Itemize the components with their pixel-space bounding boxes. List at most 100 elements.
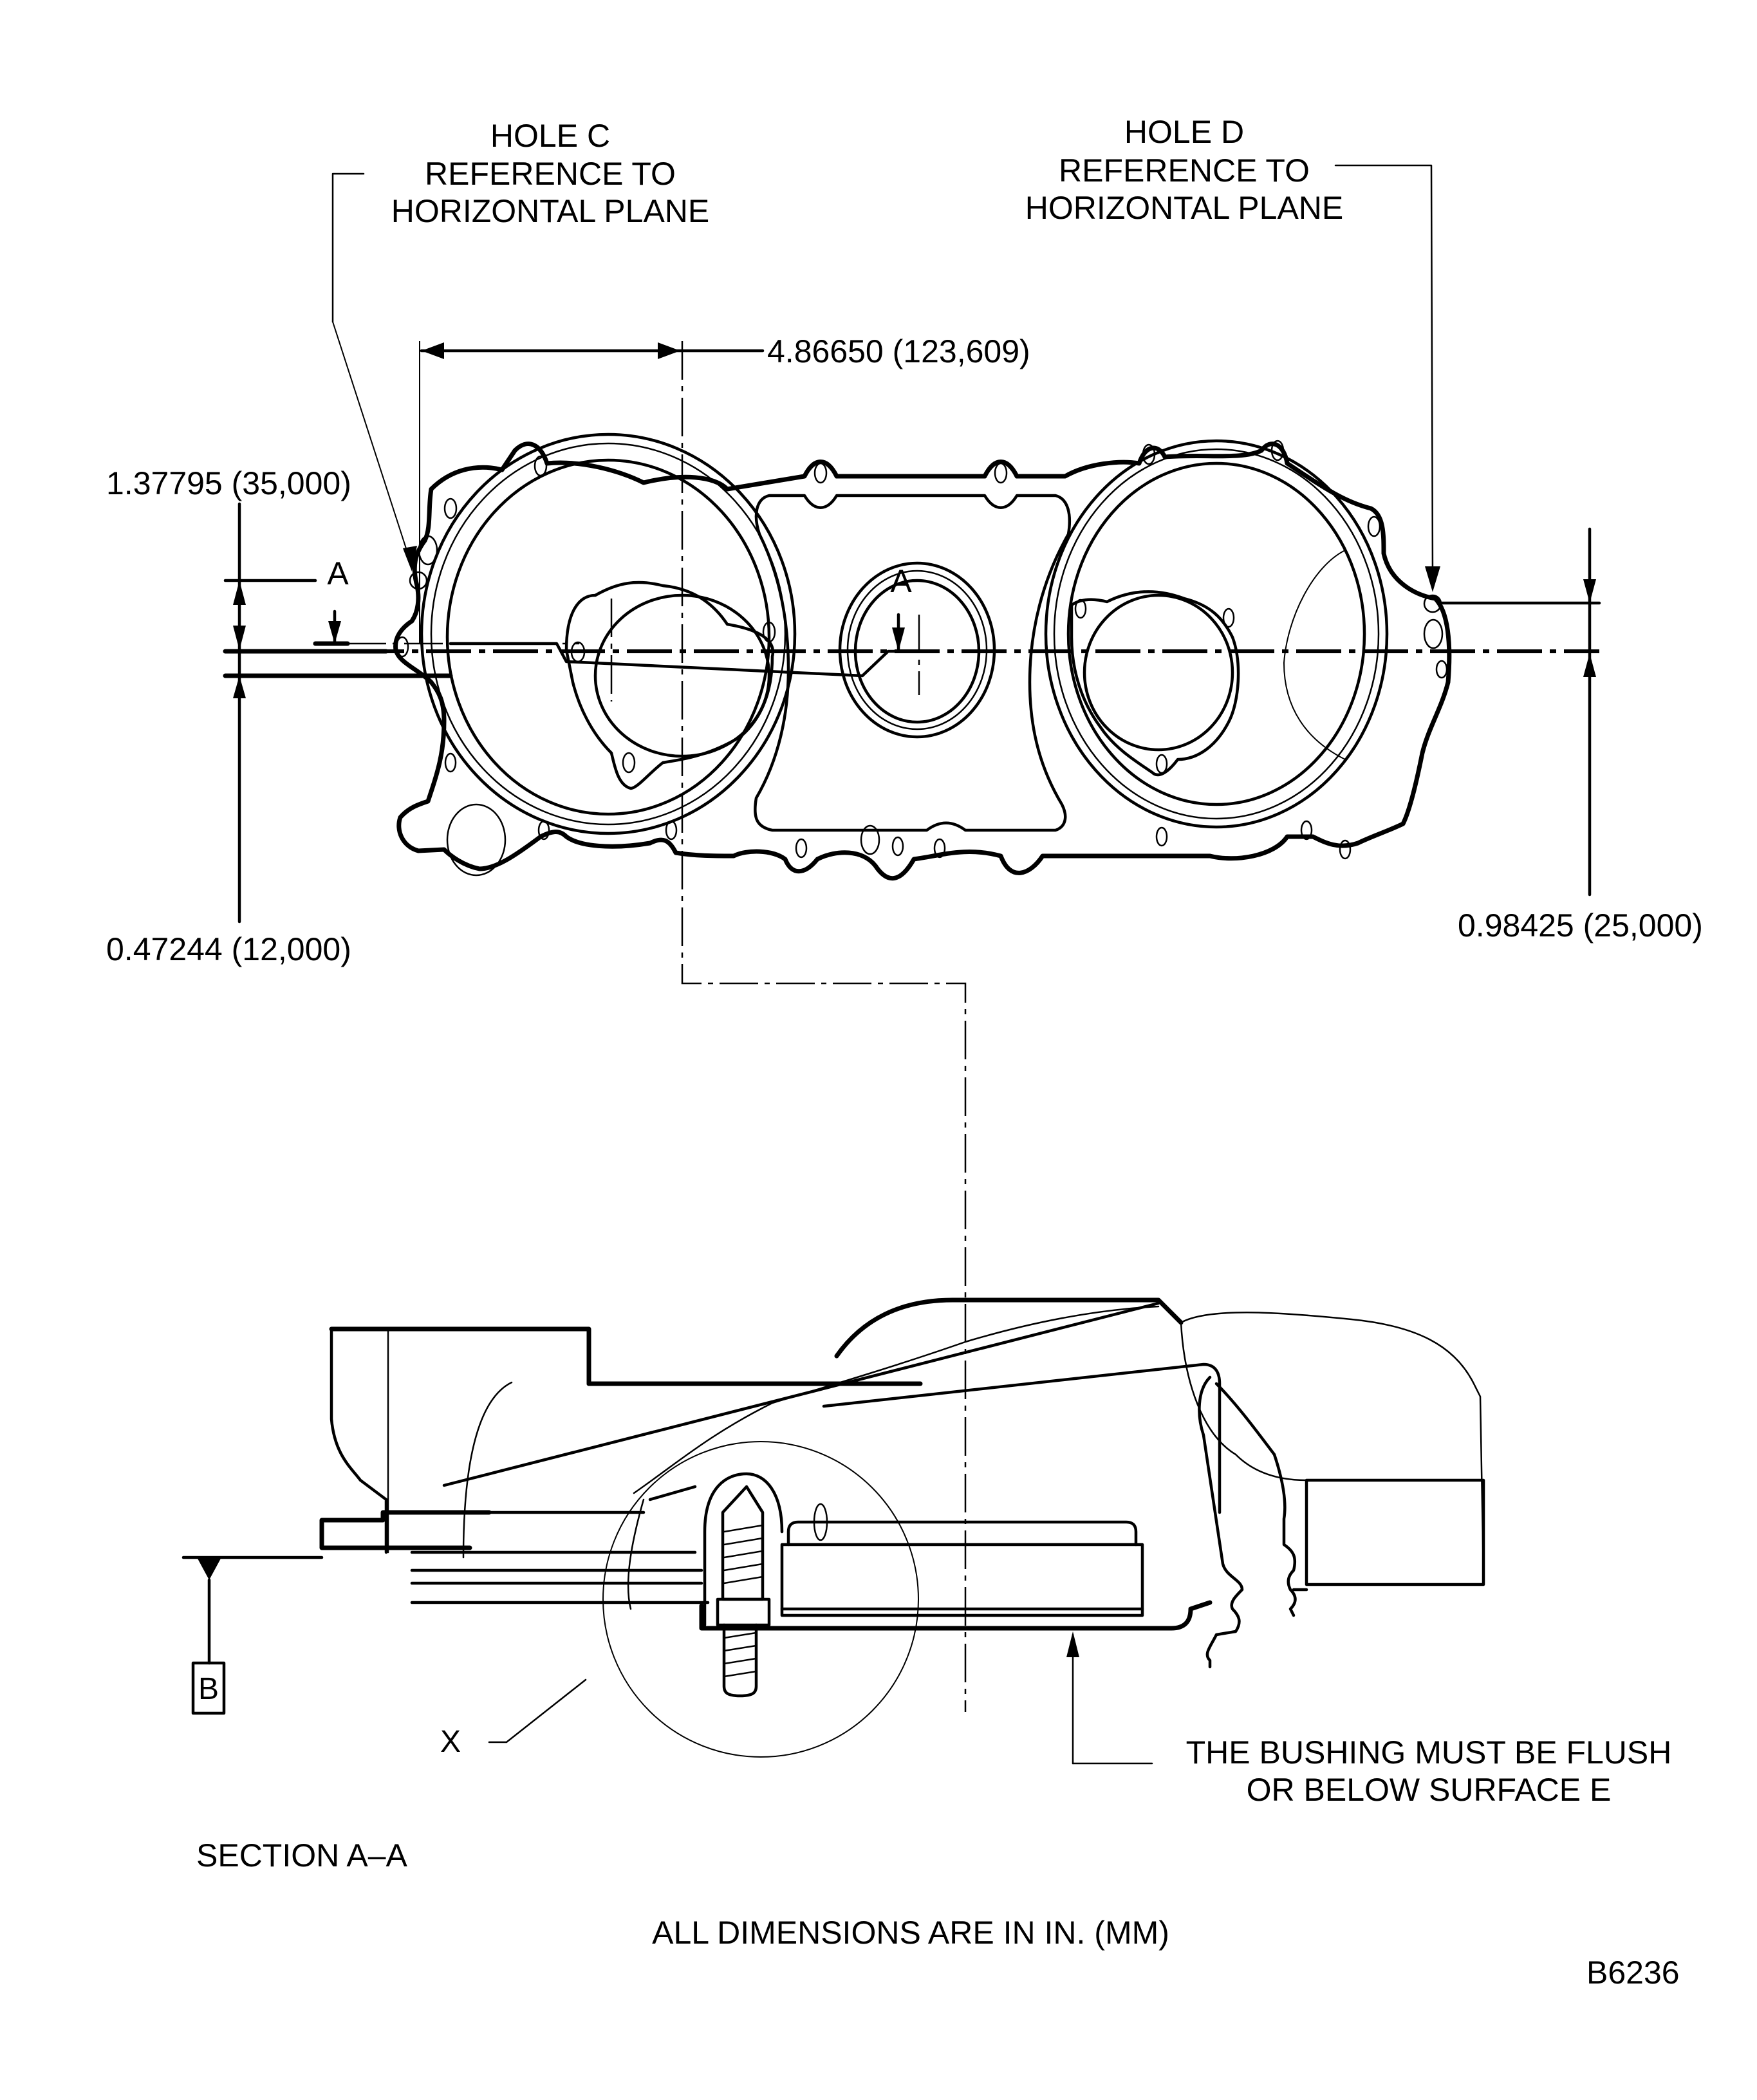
hole-c-label-line2: REFERENCE TO (425, 156, 676, 192)
section-title: SECTION A–A (196, 1837, 408, 1873)
dimension-horizontal-value: 4.86650 (123,609) (767, 333, 1030, 369)
section-cut-path (449, 642, 916, 678)
bushing-top (786, 1520, 1138, 1547)
bolt-hole (444, 752, 457, 773)
hole-c-leader-elbow (331, 172, 365, 323)
hole-d-leader-arrowhead (1425, 566, 1440, 592)
large-hole (446, 803, 507, 877)
detail-x-label: X (440, 1725, 461, 1759)
left-bore-outer-ring-inner (430, 442, 786, 826)
section-marker-left: A (327, 555, 349, 591)
section-cut-line: A A (313, 555, 920, 702)
center-bore-outer (838, 561, 996, 739)
break-line-upper (633, 1305, 1160, 1494)
dimension-hole-c-value: 1.37795 (35,000) (106, 465, 351, 501)
bushing-note-arrowhead (1066, 1631, 1079, 1657)
bolt-hole (418, 535, 438, 566)
section-arrow-right-head (892, 627, 905, 651)
units-note: ALL DIMENSIONS ARE IN IN. (MM) (652, 1915, 1169, 1951)
bolt-hole (1339, 839, 1352, 860)
arrowhead-up-right (1583, 653, 1596, 677)
bolt-hole (795, 838, 808, 859)
bolt-hole (860, 824, 880, 855)
top-view: HOLE C REFERENCE TO HORIZONTAL PLANE HOL… (106, 114, 1703, 1712)
dimension-arrowhead-right (658, 342, 680, 359)
right-bore-outer-ring-inner (1053, 448, 1380, 820)
right-arm-left-edge (1198, 1375, 1244, 1669)
bolt-hole (665, 820, 678, 841)
bolt-hole (443, 497, 458, 519)
right-bearing-flange (1070, 590, 1240, 777)
bolt-hole (994, 462, 1008, 484)
left-boss-top (329, 1326, 591, 1386)
hole-d-label-line1: HOLE D (1124, 114, 1244, 150)
housing-top-curve (462, 1381, 513, 1559)
bushing-note-line1: THE BUSHING MUST BE FLUSH (1186, 1734, 1672, 1770)
bolt-hole (813, 462, 828, 484)
hole-d-label-line2: REFERENCE TO (1059, 153, 1310, 189)
bushing-note-line2: OR BELOW SURFACE E (1247, 1772, 1612, 1808)
detail-x-leader (488, 1678, 587, 1743)
datum-box (191, 1661, 226, 1715)
bolt-hole (1222, 608, 1235, 628)
upper-dome (834, 1297, 1184, 1359)
hole-d-leader (1334, 164, 1434, 581)
arrowhead-down-right (1583, 579, 1596, 603)
arrowhead-down-1 (233, 626, 246, 650)
break-line-right (1180, 1312, 1485, 1578)
flange-lines (410, 1510, 710, 1604)
dimension-vertical-left: 1.37795 (35,000) 0.47244 (12,000) (106, 465, 453, 967)
surface-e (699, 1600, 1213, 1631)
bolt-hole (933, 838, 946, 859)
bolt-hole (1270, 440, 1285, 461)
center-bore-middle (846, 570, 988, 730)
arrowhead-up-2 (233, 676, 246, 698)
hole-c (409, 571, 428, 590)
housing-outline (393, 441, 1452, 881)
bushing-oil-hole (813, 1503, 828, 1541)
bolt-hole (537, 820, 550, 841)
hole-c-leader-arrowhead (403, 546, 417, 571)
bolt-holes (395, 440, 1448, 877)
projection-centerline (681, 341, 967, 1712)
bolt-hole (395, 636, 409, 658)
right-housing-curve (1180, 1321, 1475, 1482)
hole-d (1423, 594, 1442, 613)
bolt-hole (1155, 826, 1168, 847)
bolt-hole (1142, 443, 1156, 465)
hole-c-label-line3: HORIZONTAL PLANE (391, 193, 710, 229)
stud-threads (723, 1524, 764, 1678)
stud-lower (722, 1623, 758, 1698)
dimension-lower-value: 0.47244 (12,000) (106, 931, 351, 967)
bolt-hole (570, 641, 586, 663)
left-bore-inner-ring (445, 458, 771, 816)
left-bearing-bore (593, 593, 771, 758)
inner-cavity-outline (648, 1362, 1222, 1514)
bolt-hole (1367, 516, 1381, 537)
hole-c-label-line1: HOLE C (490, 118, 610, 154)
bolt-hole (762, 621, 776, 643)
detail-x-circle (602, 1441, 919, 1758)
figure-id: B6236 (1586, 1955, 1680, 1991)
break-line-flange (627, 1498, 645, 1610)
bolt-hole (1155, 754, 1168, 774)
arrowhead-up-1 (233, 581, 246, 605)
left-boss-side (330, 1327, 388, 1554)
right-bearing-bore (1083, 593, 1234, 752)
section-view: B X THE BUSHING MUST BE FLUSH OR BELOW S… (181, 1297, 1672, 1873)
bolt-hole (1423, 618, 1444, 649)
hole-d-label-line3: HORIZONTAL PLANE (1025, 190, 1344, 226)
right-bore-arc (1283, 550, 1346, 760)
bushing-body (780, 1543, 1144, 1617)
dimension-vertical-right: 0.98425 (25,000) (1440, 527, 1703, 943)
center-cavity-outline (754, 494, 1072, 832)
left-bore-outer-ring (420, 432, 797, 835)
right-block (1305, 1478, 1485, 1586)
stud-upper (721, 1485, 765, 1601)
bolt-hole (891, 836, 904, 857)
right-arm-right-edge (1214, 1382, 1297, 1617)
dimension-arrowhead-left (422, 342, 444, 359)
stud-nut (716, 1597, 771, 1627)
section-arrow-left-head (328, 621, 341, 644)
